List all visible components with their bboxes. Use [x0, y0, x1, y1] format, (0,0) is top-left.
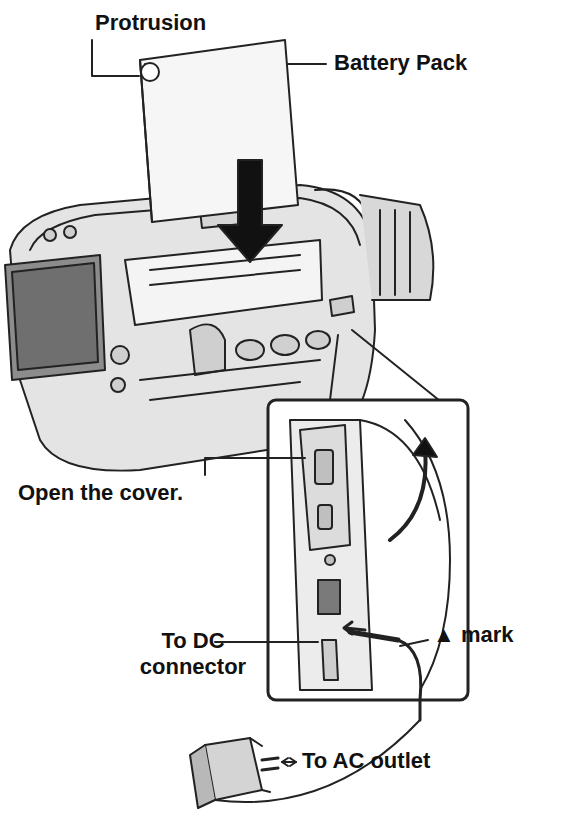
instruction-label: Open the cover.: [18, 480, 183, 506]
part-label: Battery Pack: [334, 50, 467, 76]
outlet-label: To AC outlet: [302, 748, 430, 774]
part-label: Protrusion: [95, 10, 206, 36]
connector-label: To DC connector: [118, 628, 268, 680]
mark-label: ▲ mark: [433, 622, 513, 648]
